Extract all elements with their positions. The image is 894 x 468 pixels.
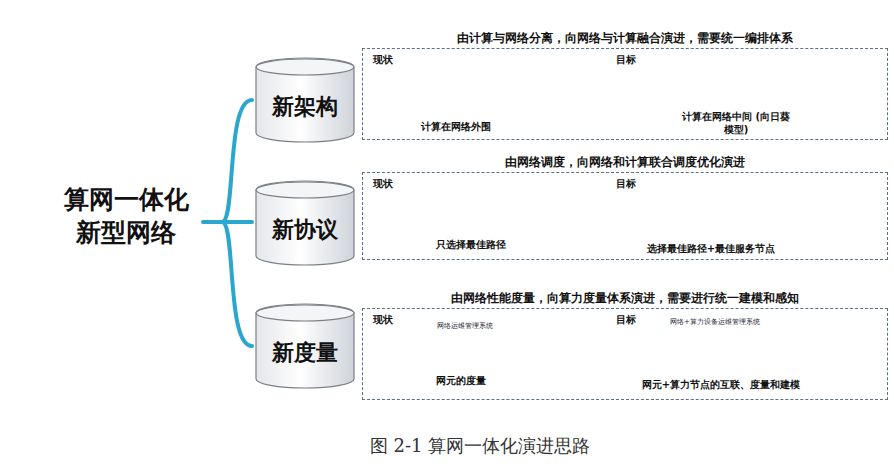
state-tag: 现状 [373,53,393,67]
topic-cylinder: 新度量 [255,304,355,388]
picture-caption: 计算在网络外围 [386,121,526,134]
figure-caption: 图 2-1 算网一体化演进思路 [370,434,590,458]
evolution-panel: 由网络性能度量，向算力度量体系演进，需要进行统一建模和感知现状网元的度量目标网元… [362,308,888,400]
picture-caption: 网元+算力节点的互联、度量和建模 [611,379,831,392]
bracket [203,100,252,346]
picture-caption: 选择最佳路径+最佳服务节点 [611,243,811,256]
state-tag: 现状 [373,177,393,191]
system-label: 网络+算力设备运维管理系统 [645,317,785,327]
panel-heading: 由网络调度，向网络和计算联合调度优化演进 [363,154,887,171]
state-tag: 目标 [616,177,636,191]
evolution-panel: 由网络调度，向网络和计算联合调度优化演进现状只选择最佳路径目标选择最佳路径+最佳… [362,172,888,260]
topic-name: 新架构 [255,92,355,122]
panel-heading: 由网络性能度量，向算力度量体系演进，需要进行统一建模和感知 [363,290,887,307]
system-label: 网络运维管理系统 [425,321,505,331]
state-tag: 目标 [616,53,636,67]
topic-cylinder: 新协议 [255,181,355,265]
evolution-panel: 由计算与网络分离，向网络与计算融合演进，需要统一编排体系现状计算在网络外围目标计… [362,48,888,140]
picture-caption: 网元的度量 [391,375,531,388]
panel-heading: 由计算与网络分离，向网络与计算融合演进，需要统一编排体系 [363,30,887,47]
picture-caption: 只选择最佳路径 [401,239,541,252]
topic-name: 新度量 [255,338,355,368]
main-title: 算网一体化 新型网络 [60,184,192,249]
topic-name: 新协议 [255,215,355,245]
state-tag: 现状 [373,313,393,327]
state-tag: 目标 [616,313,636,327]
picture-caption: 计算在网络中间 (向日葵模型) [681,111,791,136]
topic-cylinder: 新架构 [255,58,355,142]
